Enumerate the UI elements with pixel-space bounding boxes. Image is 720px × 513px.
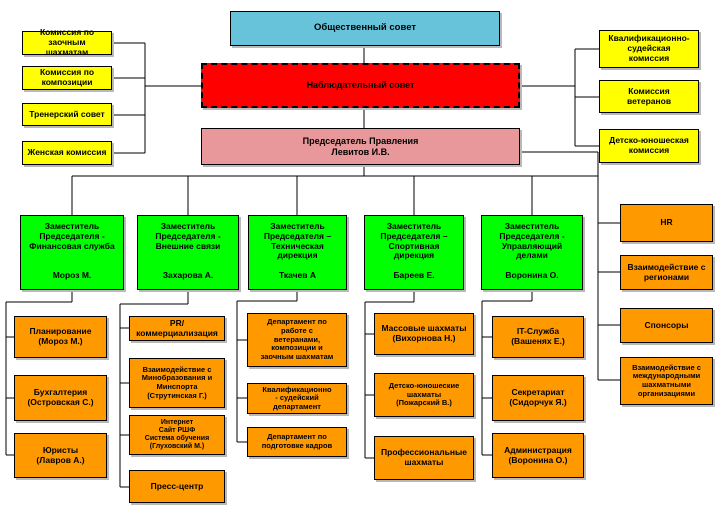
deputy-title: Заместитель Председателя – Техническая д… — [263, 221, 332, 261]
unit-hr: HR — [620, 204, 713, 242]
unit-youth-chess: Детско-юношеские шахматы (Пожарский В.) — [374, 373, 474, 417]
commission-correspondence: Комиссия по заочным шахматам — [22, 27, 112, 57]
unit-administration: Администрация (Воронина О.) — [492, 433, 584, 478]
commission-qualification-referee: Квалификационно- судейская комиссия — [599, 30, 699, 68]
unit-international: Взаимодействие с международными шахматны… — [620, 357, 713, 405]
deputy-finance: Заместитель Председателя - Финансовая сл… — [20, 215, 124, 290]
deputy-administration: Заместитель Председателя - Управляющий д… — [481, 215, 583, 290]
deputy-name: Воронина О. — [505, 270, 559, 281]
unit-pr: PR/ коммерциализация — [129, 316, 225, 341]
chairman-box: Председатель Правления Левитов И.В. — [201, 128, 520, 165]
unit-mass-chess: Массовые шахматы (Вихорнова Н.) — [374, 313, 474, 355]
deputy-sport: Заместитель Председателя – Спортивная ди… — [364, 215, 464, 290]
deputy-external-relations: Заместитель Председателя - Внешние связи… — [137, 215, 239, 290]
unit-secretariat: Секретариат (Сидорчук Я.) — [492, 375, 584, 421]
unit-training-department: Департамент по подготовке кадров — [247, 427, 347, 457]
unit-sponsors: Спонсоры — [620, 308, 713, 343]
unit-professional-chess: Профессиональные шахматы — [374, 436, 474, 480]
unit-veterans-department: Департамент по работе с ветеранами, комп… — [247, 313, 347, 367]
deputy-name: Мороз М. — [52, 270, 92, 281]
unit-internet: Интернет Сайт РШФ Система обучения (Глух… — [129, 415, 225, 455]
commission-composition: Комиссия по композиции — [22, 66, 112, 90]
unit-accounting: Бухгалтерия (Островская С.) — [14, 375, 107, 421]
deputy-name: Ткачев А — [278, 270, 317, 281]
unit-ministries: Взаимодействие с Минобразования и Минспо… — [129, 358, 225, 408]
unit-it-service: IT-Служба (Вашенях Е.) — [492, 316, 584, 358]
commission-coaching-council: Тренерский совет — [22, 103, 112, 126]
unit-press-center: Пресс-центр — [129, 470, 225, 503]
commission-youth: Детско-юношеская комиссия — [599, 129, 699, 163]
unit-regions: Взаимодействие с регионами — [620, 255, 713, 290]
deputy-title: Заместитель Председателя - Управляющий д… — [499, 221, 565, 261]
deputy-title: Заместитель Председателя – Спортивная ди… — [380, 221, 448, 261]
deputy-technical: Заместитель Председателя – Техническая д… — [248, 215, 347, 290]
unit-referee-department: Квалификационно - судейский департамент — [247, 383, 347, 414]
deputy-title: Заместитель Председателя - Финансовая сл… — [29, 221, 115, 251]
unit-lawyers: Юристы (Лавров А.) — [14, 433, 107, 478]
supervisory-board-box: Наблюдательный совет — [201, 63, 520, 108]
public-council-box: Общественный совет — [230, 11, 500, 46]
deputy-title: Заместитель Председателя - Внешние связи — [155, 221, 221, 251]
unit-planning: Планирование (Мороз М.) — [14, 316, 107, 358]
deputy-name: Захарова А. — [162, 270, 214, 281]
commission-veterans: Комиссия ветеранов — [599, 80, 699, 113]
commission-women: Женская комиссия — [22, 141, 112, 165]
deputy-name: Бареев Е. — [393, 270, 435, 281]
